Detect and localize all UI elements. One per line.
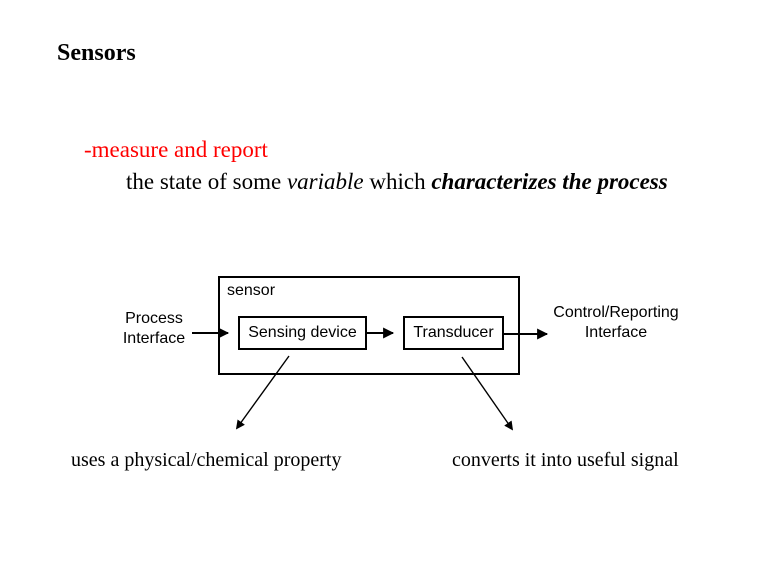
page-title: Sensors xyxy=(57,40,136,66)
control-reporting-line2: Interface xyxy=(584,324,648,341)
measure-report-text: -measure and report xyxy=(84,137,268,162)
sensor-container-box: sensor xyxy=(218,276,520,375)
transducer-box: Transducer xyxy=(403,316,504,350)
description-line: the state of some variable which charact… xyxy=(126,169,668,195)
control-reporting-label: Control/Reporting Interface xyxy=(543,303,689,343)
sensor-label: sensor xyxy=(227,282,276,299)
annotation-useful-signal: converts it into useful signal xyxy=(452,449,679,471)
description-text-part1: the state of some xyxy=(126,169,287,194)
annotation-physical-property: uses a physical/chemical property xyxy=(71,449,342,471)
process-interface-line2: Interface xyxy=(122,330,186,347)
characterizes-emphasis: characterizes the process xyxy=(431,169,668,194)
description-text-part2: which xyxy=(363,169,432,194)
process-interface-label: Process Interface xyxy=(112,309,196,349)
sensing-device-box: Sensing device xyxy=(238,316,367,350)
control-reporting-line1: Control/Reporting xyxy=(553,304,679,321)
variable-emphasis: variable xyxy=(286,169,364,194)
process-interface-line1: Process xyxy=(125,310,183,327)
